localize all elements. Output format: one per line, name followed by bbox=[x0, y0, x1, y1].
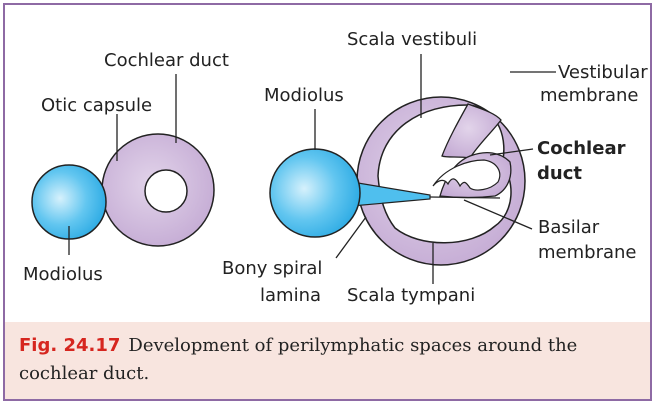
left-cochlear-duct-label: Cochlear duct bbox=[104, 50, 229, 71]
scala-vestibuli-label: Scala vestibuli bbox=[347, 29, 477, 50]
cochlea-diagram: Cochlear duct Otic capsule Modiolus Modi… bbox=[0, 0, 655, 322]
vestibular-membrane-label-line1: Vestibular bbox=[558, 62, 648, 83]
cochlear-duct-label-line2: duct bbox=[537, 163, 582, 184]
right-modiolus-label: Modiolus bbox=[264, 85, 344, 106]
otic-capsule-label: Otic capsule bbox=[41, 95, 152, 116]
left-diagram: Cochlear duct Otic capsule Modiolus bbox=[23, 50, 229, 285]
basilar-membrane-label-line2: membrane bbox=[538, 242, 636, 263]
right-modiolus-circle bbox=[270, 149, 360, 237]
bony-spiral-label-line2: lamina bbox=[260, 285, 321, 306]
figure-number: Fig. 24.17 bbox=[19, 335, 120, 356]
cochlear-duct-label-line1: Cochlear bbox=[537, 138, 626, 159]
left-cochlear-duct-circle bbox=[145, 170, 187, 212]
left-modiolus-label: Modiolus bbox=[23, 264, 103, 285]
bony-spiral-label-line1: Bony spiral bbox=[222, 258, 322, 279]
right-diagram: Modiolus Scala vestibuli Vestibular memb… bbox=[222, 29, 648, 306]
vestibular-membrane-label-line2: membrane bbox=[540, 85, 638, 106]
basilar-membrane-label-line1: Basilar bbox=[538, 217, 600, 238]
scala-tympani-label: Scala tympani bbox=[347, 285, 475, 306]
